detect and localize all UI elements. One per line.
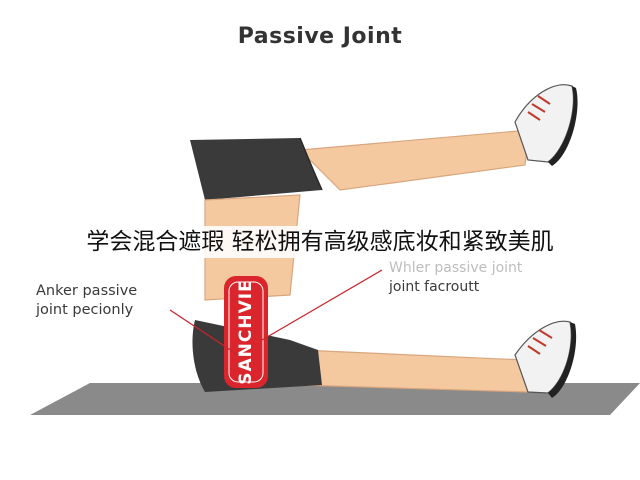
page-title: Passive Joint (237, 24, 403, 49)
pointer-line-left (169, 309, 239, 356)
left-annotation: Anker passive joint pecionly (36, 282, 206, 320)
upper-shoe (514, 84, 578, 166)
right-annotation-line-1: Whler passive joint (389, 260, 523, 276)
banner-overlay-text: 学会混合遮瑕 轻松拥有高级感底妆和紧致美肌 (86, 229, 554, 255)
right-annotation-line-2: joint facroutt (389, 279, 480, 295)
raised-leg (190, 129, 531, 200)
lower-shoe (514, 320, 577, 398)
pointer-line-right (261, 269, 383, 341)
brace-label: SANCHVIE (236, 279, 256, 384)
knee-brace: SANCHVIE (224, 276, 268, 388)
left-annotation-line-2: joint pecionly (36, 302, 134, 318)
banner-background (0, 226, 640, 258)
left-annotation-line-1: Anker passive (36, 283, 138, 299)
